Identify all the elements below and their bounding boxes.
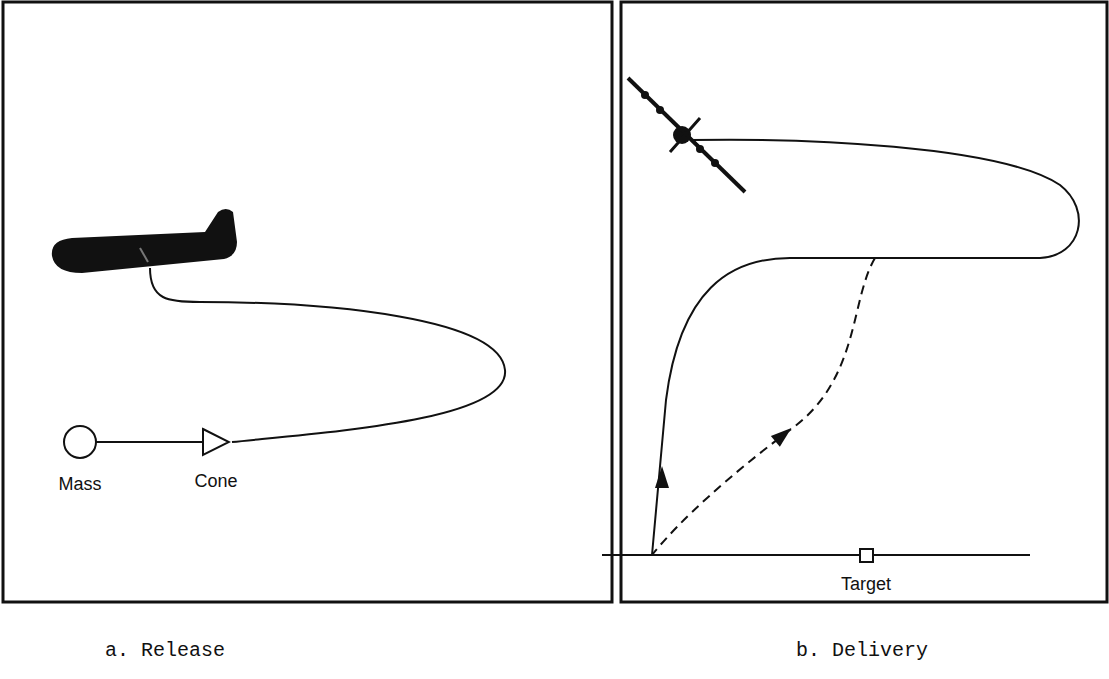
mass-circle-node: Mass xyxy=(52,424,108,495)
mass-circle xyxy=(62,424,98,460)
tether-line xyxy=(96,441,203,443)
panel-caption: a. Release xyxy=(105,639,225,662)
aircraft-highlight xyxy=(140,248,148,262)
node-label: Target xyxy=(835,574,898,595)
node-label: Cone xyxy=(188,471,244,492)
target-square-node: Target xyxy=(835,547,898,595)
flight-path xyxy=(652,140,1079,555)
aircraft-silhouette xyxy=(52,209,237,273)
panel-frame xyxy=(3,2,612,602)
arrowhead xyxy=(655,466,669,488)
cone-triangle xyxy=(201,427,231,457)
panel-frame xyxy=(621,2,1107,602)
tow-cable xyxy=(150,268,505,442)
node-label: Mass xyxy=(52,474,108,495)
dashed-path xyxy=(652,258,875,555)
ground-line xyxy=(602,554,1030,556)
aircraft-tail xyxy=(668,117,702,152)
engine-dot xyxy=(656,106,664,114)
engine-dot xyxy=(711,159,719,167)
panel-caption: b. Delivery xyxy=(796,639,928,662)
aircraft-wing xyxy=(628,78,745,192)
arrowhead xyxy=(771,423,796,447)
target-square xyxy=(858,547,875,564)
engine-dot xyxy=(641,91,649,99)
cone-triangle-node: Cone xyxy=(188,427,244,492)
